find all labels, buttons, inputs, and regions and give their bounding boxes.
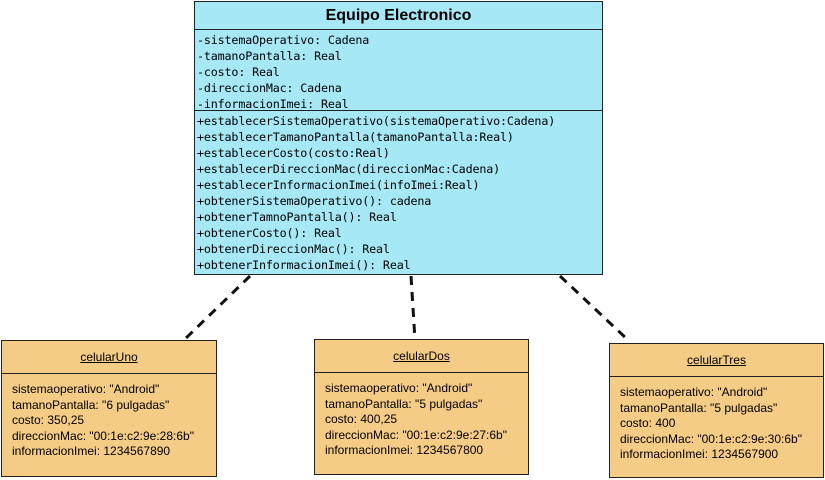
object-attribute: informacionImei: 1234567900 <box>620 447 779 461</box>
class-method: +obtenerCosto(): Real <box>197 226 342 240</box>
object-celular-tres[interactable]: celularTres sistemaoperativo: "Android" … <box>609 343 824 478</box>
class-methods: +establecerSistemaOperativo(sistemaOpera… <box>195 111 602 273</box>
class-method: +establecerInformacionImei(infoImei:Real… <box>197 178 480 192</box>
class-attribute: -informacionImei: Real <box>197 97 349 111</box>
object-attributes: sistemaoperativo: "Android" tamanoPantal… <box>2 374 216 460</box>
object-attribute: sistemaoperativo: "Android" <box>620 385 768 399</box>
object-attribute: informacionImei: 1234567890 <box>12 444 171 458</box>
object-attribute: direccionMac: "00:1e:c2:9e:27:6b" <box>325 427 507 442</box>
class-attributes: -sistemaOperativo: Cadena -tamanoPantall… <box>195 30 602 111</box>
object-attribute: sistemaoperativo: "Android" <box>325 381 473 395</box>
object-attribute: costo: 400,25 <box>325 412 398 426</box>
object-attribute: informacionImei: 1234567800 <box>325 443 484 457</box>
link-celular-dos <box>409 275 417 341</box>
object-attributes: sistemaoperativo: "Android" tamanoPantal… <box>610 377 823 463</box>
class-method: +obtenerSistemaOperativo(): cadena <box>197 194 432 208</box>
object-name: celularDos <box>315 340 528 373</box>
object-celular-uno[interactable]: celularUno sistemaoperativo: "Android" t… <box>1 340 217 477</box>
class-name: Equipo Electronico <box>195 2 602 30</box>
object-attribute: direccionMac: "00:1e:c2:9e:28:6b" <box>12 428 194 443</box>
object-name: celularTres <box>610 344 823 377</box>
class-attribute: -costo: Real <box>197 65 280 79</box>
class-method: +establecerSistemaOperativo(sistemaOpera… <box>197 114 556 128</box>
class-method: +obtenerTamnoPantalla(): Real <box>197 210 397 224</box>
link-celular-tres <box>558 274 630 342</box>
class-method: +establecerTamanoPantalla(tamanoPantalla… <box>197 130 514 144</box>
class-attribute: -tamanoPantalla: Real <box>197 49 342 63</box>
class-equipo-electronico[interactable]: Equipo Electronico -sistemaOperativo: Ca… <box>194 1 603 275</box>
object-attribute: direccionMac: "00:1e:c2:9e:30:6b" <box>620 431 802 446</box>
class-method: +obtenerInformacionImei(): Real <box>197 258 411 272</box>
object-attribute: sistemaoperativo: "Android" <box>12 382 160 396</box>
link-celular-uno <box>182 274 252 342</box>
class-method: +establecerDireccionMac(direccionMac:Cad… <box>197 162 501 176</box>
object-attribute: tamanoPantalla: "6 pulgadas" <box>12 397 170 412</box>
object-attributes: sistemaoperativo: "Android" tamanoPantal… <box>315 373 528 459</box>
object-name: celularUno <box>2 341 216 374</box>
class-attribute: -sistemaOperativo: Cadena <box>197 33 370 47</box>
class-method: +obtenerDireccionMac(): Real <box>197 242 390 256</box>
class-method: +establecerCosto(costo:Real) <box>197 146 390 160</box>
object-attribute: tamanoPantalla: "5 pulgadas" <box>325 396 483 411</box>
class-attribute: -direccionMac: Cadena <box>197 81 342 95</box>
object-attribute: costo: 350,25 <box>12 413 85 427</box>
object-celular-dos[interactable]: celularDos sistemaoperativo: "Android" t… <box>314 339 529 475</box>
object-attribute: tamanoPantalla: "5 pulgadas" <box>620 400 778 415</box>
object-attribute: costo: 400 <box>620 416 676 430</box>
